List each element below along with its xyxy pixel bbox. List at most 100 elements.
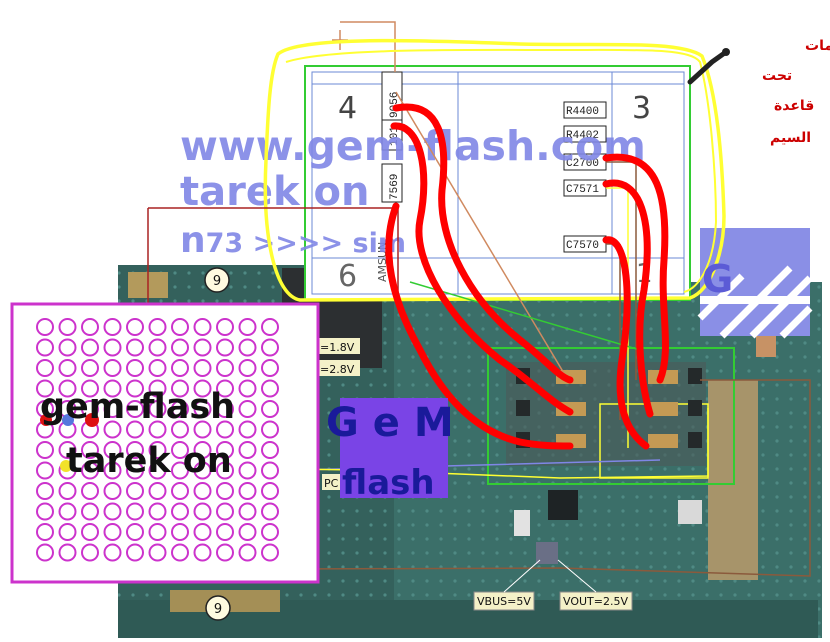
bga-ball	[103, 523, 122, 541]
left-component-box-3	[381, 163, 403, 203]
bga-ball	[126, 400, 144, 418]
right-component-label-2: R4402	[566, 130, 599, 142]
bga-ball	[58, 359, 77, 377]
bga-ball	[126, 502, 144, 521]
schematic-inner-frame	[311, 71, 685, 295]
bga-ball	[261, 441, 279, 459]
bga-ball	[58, 318, 77, 336]
quadrant-4-label: 4	[338, 91, 357, 126]
gem-flash-word: flash	[342, 463, 435, 503]
bga-ball	[126, 523, 144, 541]
badge-top-label: 9	[213, 274, 221, 289]
bga-ball	[193, 379, 212, 398]
right-component-label-4: C7571	[566, 184, 599, 196]
bga-ball	[36, 441, 54, 459]
bga-ball	[216, 338, 234, 357]
bga-ball	[148, 420, 167, 439]
bga-ball	[36, 379, 54, 398]
watermark-n73-sim: n73 >>>> sim	[180, 220, 406, 261]
bga-ball	[148, 441, 167, 459]
bga-ball	[238, 338, 257, 357]
bga-ball	[261, 543, 279, 562]
yellow-outline-inner	[285, 48, 718, 293]
arabic-note-line3: قاعدة	[774, 98, 814, 114]
bga-ball	[171, 420, 189, 439]
pcb-small-chip-d	[514, 510, 530, 536]
bga-ball	[216, 543, 234, 562]
bga-ball	[238, 359, 257, 377]
pen-arrow	[687, 49, 729, 85]
bga-ball	[103, 379, 122, 398]
bga-ball	[126, 543, 144, 562]
bga-ball	[171, 359, 189, 377]
bga-ball	[58, 379, 77, 398]
bga-ball	[261, 338, 279, 357]
bga-marker-red	[85, 413, 99, 427]
bga-ball	[193, 359, 212, 377]
pcb-gold-pad-d	[756, 335, 776, 357]
bga-ball	[216, 420, 234, 439]
bga-marker-blue	[62, 414, 74, 426]
bga-ball	[261, 379, 279, 398]
pcb-small-chip-a	[548, 490, 578, 520]
bga-ball	[58, 502, 77, 521]
bga-ball	[36, 461, 54, 480]
stripe-area	[700, 228, 810, 336]
bga-ball	[171, 379, 189, 398]
bga-ball	[103, 338, 122, 357]
bga-ball	[216, 379, 234, 398]
watermark-url: www.gem-flash.com	[180, 122, 646, 170]
bga-ball	[36, 523, 54, 541]
bga-ball	[103, 420, 122, 439]
bga-ball	[36, 359, 54, 377]
bga-ball	[126, 482, 144, 500]
bga-ball	[103, 482, 122, 500]
bga-ball	[171, 543, 189, 562]
bga-ball	[171, 318, 189, 336]
bga-ball	[81, 502, 99, 521]
bga-ball	[81, 482, 99, 500]
thick-red-traces	[385, 103, 669, 450]
badge-bottom-label: 9	[214, 602, 222, 617]
arabic-note-line4: السيم	[770, 130, 811, 146]
quadrant-3-label: 3	[632, 91, 651, 126]
bga-ball	[103, 543, 122, 562]
bga-ball	[103, 502, 122, 521]
yellow-outline-schematic	[263, 38, 726, 302]
vout-label: VOUT=2.5V	[563, 595, 628, 608]
arabic-note-line1: المقاومات	[805, 38, 830, 54]
thin-trace-lines	[39, 91, 811, 577]
bga-ball	[193, 482, 212, 500]
bga-ball	[148, 523, 167, 541]
voltage-label-bg-2	[318, 360, 360, 376]
bga-ball	[148, 318, 167, 336]
corner-gem-letter: G	[702, 257, 733, 301]
voltage-label-1: =1.8V	[320, 341, 355, 354]
bga-marker-yellow	[60, 460, 72, 472]
bga-ball	[58, 441, 77, 459]
bga-ball	[126, 359, 144, 377]
bga-ball	[216, 400, 234, 418]
bga-ball	[148, 482, 167, 500]
bga-ball	[216, 482, 234, 500]
bga-ball	[238, 420, 257, 439]
bga-ball	[216, 523, 234, 541]
bga-ball	[81, 379, 99, 398]
bga-ball	[103, 441, 122, 459]
bga-ball	[238, 543, 257, 562]
bga-ball	[81, 338, 99, 357]
bga-ball	[216, 461, 234, 480]
stripe-area-band	[700, 296, 810, 304]
voltage-label-2: =2.8V	[320, 363, 355, 376]
bga-ball	[126, 441, 144, 459]
bga-ball	[171, 400, 189, 418]
right-component-box-1	[563, 101, 607, 119]
bga-ball	[81, 318, 99, 336]
right-component-label-5: C7570	[566, 240, 599, 252]
bga-ball	[81, 461, 99, 480]
arabic-note-line2: تحت	[762, 68, 792, 84]
bga-ball	[216, 318, 234, 336]
bga-ball	[238, 318, 257, 336]
vbus-label: VBUS=5V	[477, 595, 531, 608]
bga-ball	[216, 502, 234, 521]
